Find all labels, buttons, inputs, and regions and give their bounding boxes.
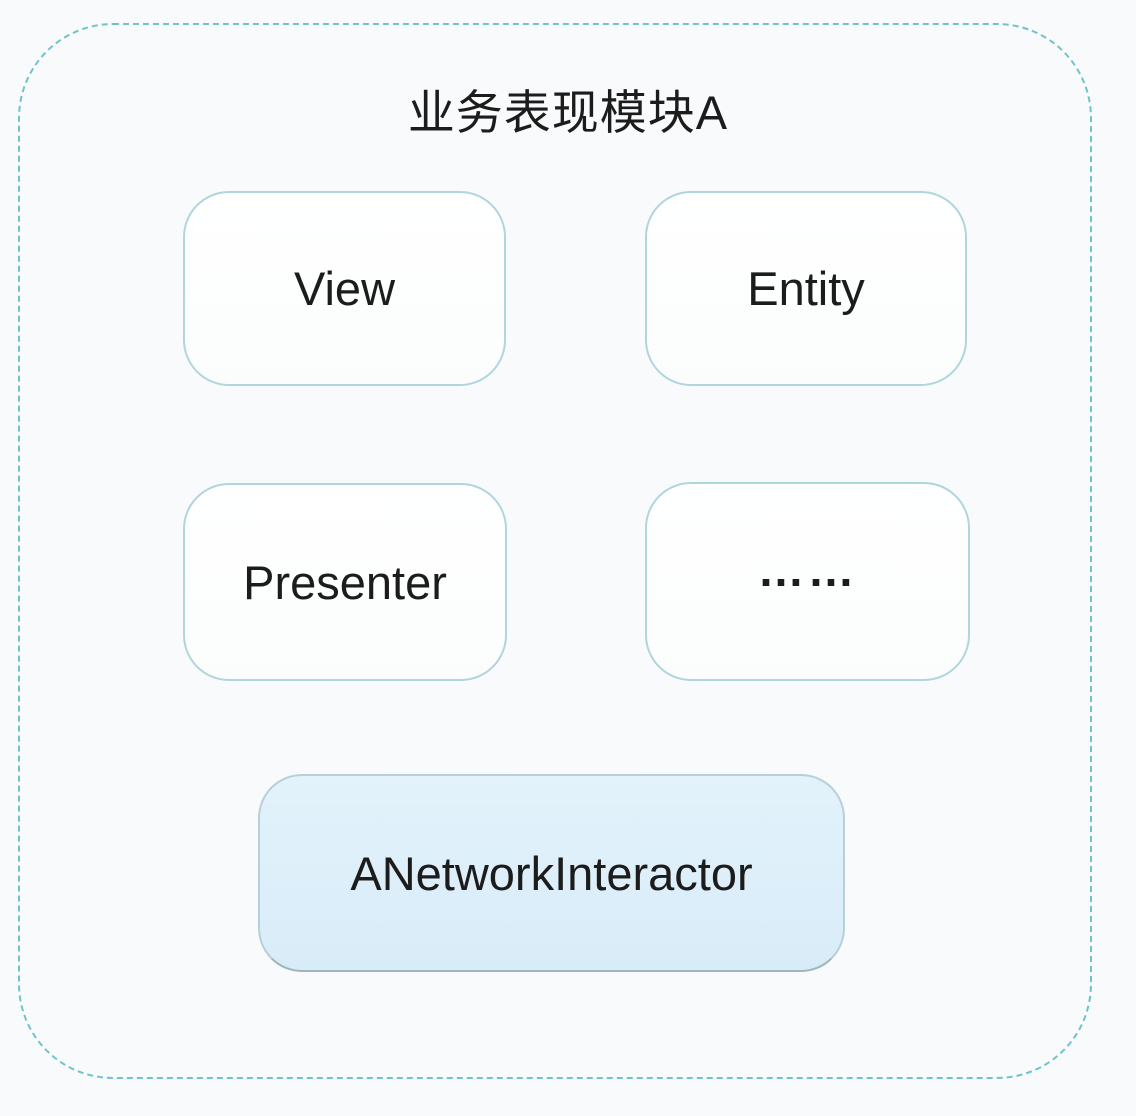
component-box-view: View	[183, 191, 506, 386]
component-label-presenter: Presenter	[243, 555, 447, 609]
module-title: 业务表现模块A	[407, 86, 729, 139]
component-label-entity: Entity	[747, 262, 865, 315]
module-boundary-dashed-frame	[18, 23, 1092, 1079]
component-label-network-interactor: ANetworkInteractor	[350, 846, 753, 900]
component-box-presenter: Presenter	[183, 483, 507, 681]
component-box-entity: Entity	[645, 191, 967, 386]
component-box-network-interactor: ANetworkInteractor	[258, 774, 845, 972]
component-label-ellipsis: ……	[757, 543, 858, 596]
component-label-view: View	[293, 262, 396, 315]
component-box-ellipsis: ……	[645, 482, 970, 681]
